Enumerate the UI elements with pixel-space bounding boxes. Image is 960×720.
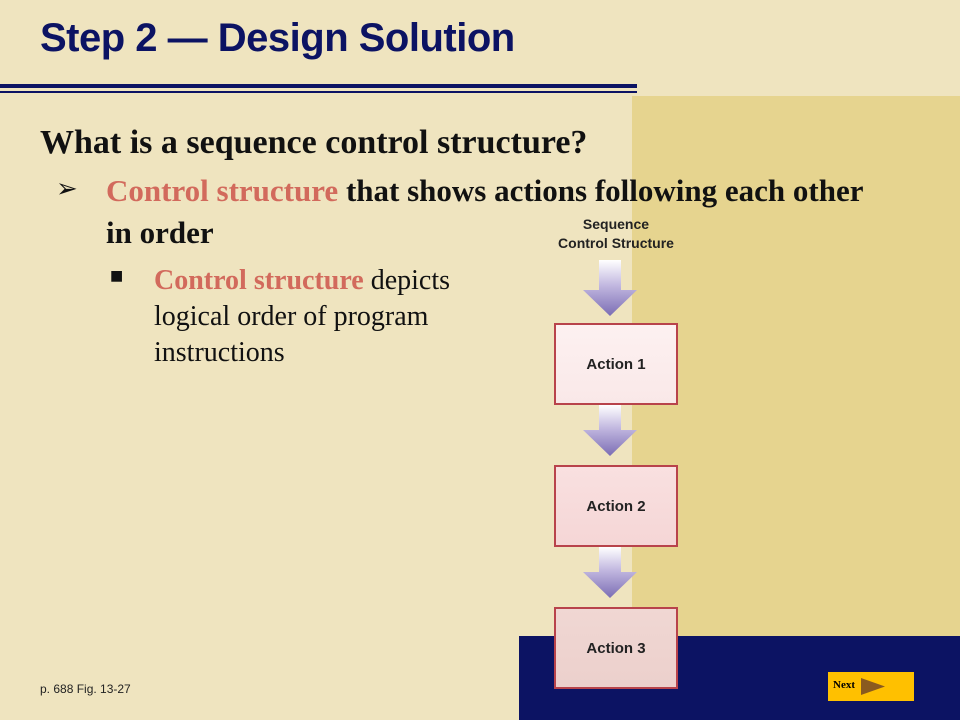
slide-title: Step 2 — Design Solution — [40, 16, 515, 60]
play-arrow-icon — [861, 678, 885, 695]
title-underline-thin — [0, 91, 637, 93]
bullet-secondary-accent: Control structure — [154, 265, 364, 296]
right-panel-background — [632, 96, 960, 720]
figure-title-line1: Sequence — [582, 216, 650, 232]
bullet-secondary: Control structure depicts logical order … — [154, 263, 514, 371]
bullet-primary: Control structure that shows actions fol… — [106, 170, 886, 254]
sequence-diagram: Action 1 Action 2 Action 3 — [554, 260, 678, 689]
next-button-label: Next — [833, 679, 855, 691]
action-box-2 — [554, 465, 678, 547]
action-label-3: Action 3 — [586, 640, 645, 657]
flow-arrow-2 — [583, 405, 637, 456]
figure-title-line2: Control Structure — [558, 235, 674, 251]
flow-arrow-1 — [583, 260, 637, 316]
action-box-3 — [554, 607, 678, 689]
bullet-primary-text: that shows actions following each other … — [106, 173, 863, 250]
bullet-primary-accent: Control structure — [106, 173, 339, 208]
square-bullet-icon: ■ — [110, 268, 124, 284]
action-label-1: Action 1 — [586, 356, 645, 373]
next-button[interactable]: Next — [828, 672, 914, 701]
action-label-2: Action 2 — [586, 498, 645, 515]
figure-title: Sequence Control Structure — [540, 215, 692, 253]
arrow-bullet-icon: ➢ — [56, 174, 78, 204]
slide-heading: What is a sequence control structure? — [40, 124, 588, 161]
action-box-1 — [554, 323, 678, 405]
bullet-secondary-text: depicts logical order of program instruc… — [154, 265, 451, 368]
title-underline-thick — [0, 84, 637, 88]
flow-arrow-3 — [583, 547, 637, 598]
figure-reference-caption: p. 688 Fig. 13-27 — [40, 682, 131, 696]
